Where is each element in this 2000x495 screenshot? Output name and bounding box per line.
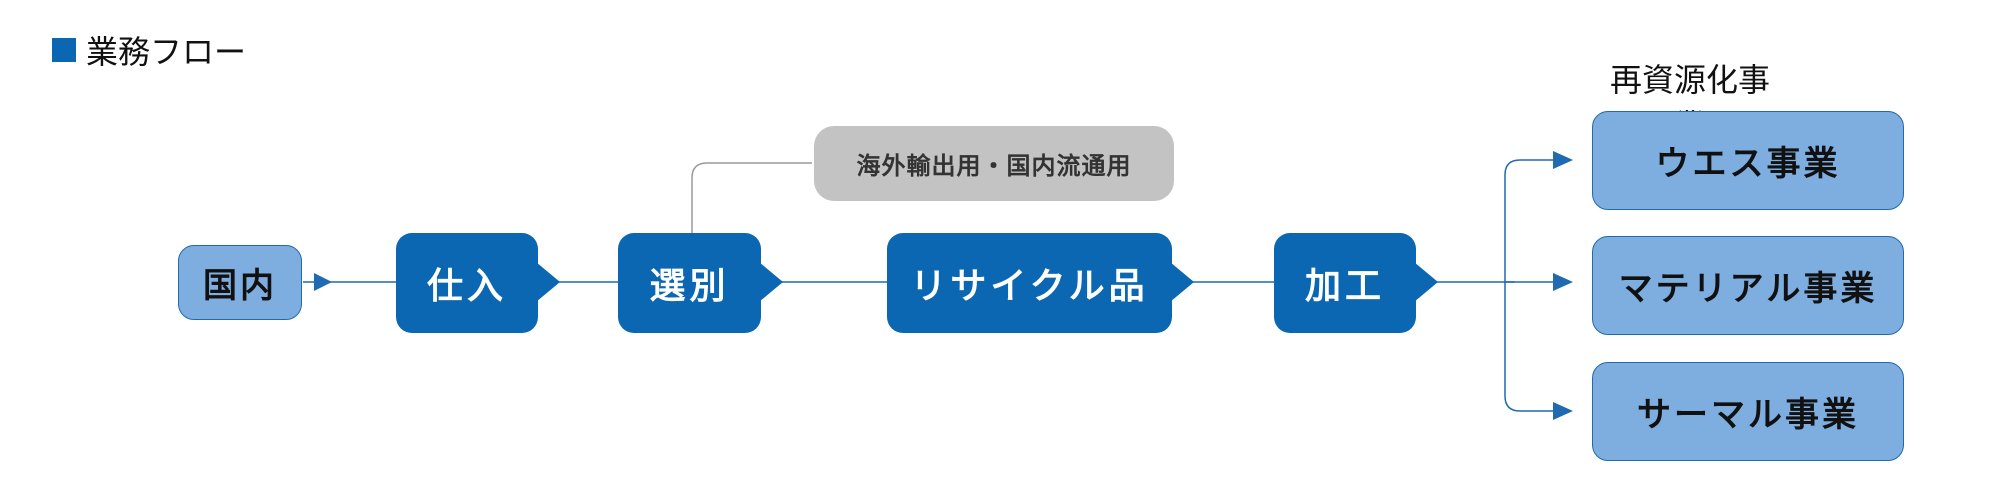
page-title: 業務フロー (52, 30, 247, 71)
arrow-head-domestic (314, 273, 332, 291)
node-thermal: サーマル事業 (1592, 362, 1904, 461)
pointer-purchase (536, 262, 560, 302)
split-connector-lower (1504, 282, 1560, 412)
node-export-label: 海外輸出用・国内流通用 (856, 152, 1132, 180)
title-square-icon (52, 38, 76, 62)
node-sort: 選別 (618, 233, 761, 333)
node-recycled-label: リサイクル品 (910, 266, 1149, 307)
export-connector (691, 162, 812, 233)
pointer-recycled (1170, 262, 1194, 302)
node-material-label: マテリアル事業 (1618, 269, 1878, 309)
split-connector (1504, 159, 1560, 282)
node-waste: ウエス事業 (1592, 111, 1904, 210)
node-recycled: リサイクル品 (887, 233, 1172, 333)
node-process: 加工 (1274, 233, 1416, 333)
node-material: マテリアル事業 (1592, 236, 1904, 335)
arrow-head-thermal (1553, 402, 1573, 420)
arrow-head-material (1553, 273, 1573, 291)
node-process-label: 加工 (1304, 266, 1385, 307)
arrow-head-waste (1553, 151, 1573, 169)
page-title-text: 業務フロー (86, 33, 247, 71)
node-waste-label: ウエス事業 (1655, 144, 1841, 184)
pointer-process (1414, 262, 1438, 302)
node-sort-label: 選別 (649, 266, 730, 307)
node-export: 海外輸出用・国内流通用 (814, 126, 1174, 201)
node-domestic-label: 国内 (203, 266, 277, 306)
node-domestic: 国内 (178, 245, 302, 320)
pointer-sort (759, 262, 783, 302)
node-purchase: 仕入 (396, 233, 538, 333)
node-purchase-label: 仕入 (426, 266, 507, 307)
node-thermal-label: サーマル事業 (1637, 395, 1859, 435)
